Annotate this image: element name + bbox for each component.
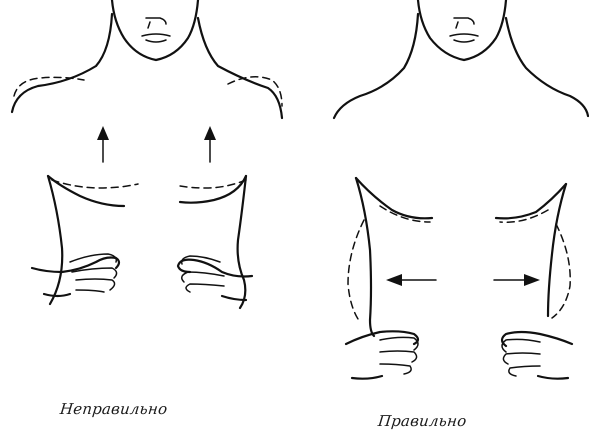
- incorrect-left-hand: [32, 254, 119, 296]
- correct-chest: [356, 178, 566, 222]
- incorrect-right-hand: [178, 256, 252, 300]
- up-arrow-right-icon: [204, 126, 216, 140]
- correct-outward-arrows: [386, 274, 540, 286]
- incorrect-face: [112, 0, 198, 60]
- incorrect-caption: Неправильно: [59, 400, 168, 418]
- correct-left-hand: [346, 331, 418, 378]
- correct-figure: [334, 0, 588, 379]
- incorrect-up-arrows: [97, 126, 216, 162]
- incorrect-chest: [48, 176, 246, 206]
- correct-right-hand: [502, 332, 572, 379]
- incorrect-shoulders: [12, 14, 282, 118]
- left-arrow-icon: [386, 274, 402, 286]
- correct-face: [418, 0, 506, 60]
- correct-caption: Правильно: [377, 412, 467, 430]
- right-arrow-icon: [524, 274, 540, 286]
- correct-shoulders: [334, 14, 588, 118]
- up-arrow-left-icon: [97, 126, 109, 140]
- incorrect-figure: [12, 0, 282, 308]
